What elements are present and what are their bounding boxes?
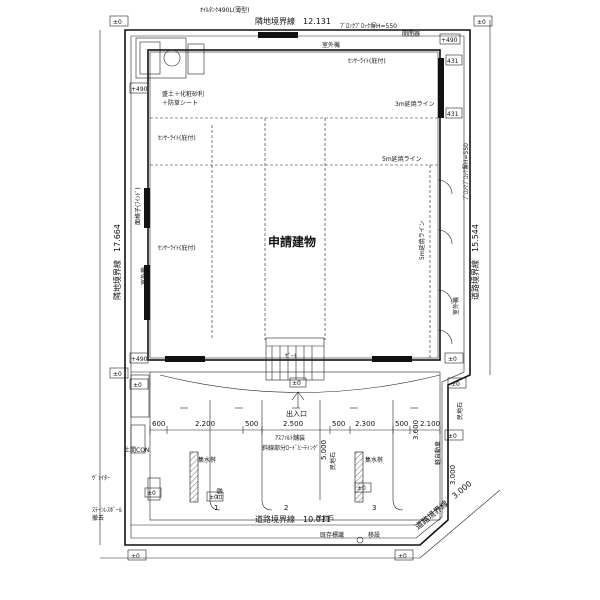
level-mark: ±0: [477, 19, 486, 26]
extension-3m-label: 3m延焼ライン: [395, 100, 435, 108]
soil-con-label: 土間CON: [124, 446, 149, 454]
level-mark: ±0: [292, 380, 301, 387]
level-mark: +490: [131, 86, 148, 93]
fence-top-label: ﾌﾞﾛﾝｸﾌﾞﾛｯｸ塀H=550: [340, 22, 397, 30]
road-marking-label: 斜線部分ﾛｰﾄﾞﾋｰﾃｨﾝｸﾞ: [262, 444, 319, 452]
level-mark: +490: [131, 356, 148, 363]
dim-600: 600: [152, 420, 165, 428]
boundary-north: 隣地境界線 12.131: [255, 16, 331, 26]
level-mark: 431: [447, 58, 459, 65]
level-mark: ±0: [113, 19, 122, 26]
level-mark: +490: [441, 37, 458, 44]
stake-remove-label: 撤去: [92, 514, 104, 522]
level-mark: ±0: [147, 490, 156, 497]
dimension-line: [149, 426, 441, 434]
entrance-label: 出入口: [286, 409, 307, 418]
curb: [131, 504, 443, 544]
level-mark: ±0: [357, 485, 366, 492]
dim-500-a: 500: [245, 420, 258, 428]
door-label: 開閉器: [402, 31, 420, 38]
boundary-west: 隣地境界線 17.664: [112, 224, 122, 300]
white-line-label: 白線: [216, 488, 224, 500]
parking-slot-number: 3: [372, 504, 376, 512]
drain-left-label: 集水桝: [198, 456, 216, 464]
curb-left-label: 民地石: [329, 452, 337, 470]
boundary-south: 道路境界線 10.011: [255, 514, 331, 524]
level-mark: ±0: [451, 381, 460, 388]
extension-5m-label-b: 5m延焼ライン: [418, 220, 426, 260]
gate-label: ｹﾞｰﾄ: [285, 353, 297, 360]
dim-3600: 3.600: [412, 420, 420, 440]
parking-slot-number: 2: [284, 504, 288, 512]
parking-slot-number: 1: [214, 504, 218, 512]
building-title: 申請建物: [268, 234, 316, 249]
dim-500-b: 500: [332, 420, 345, 428]
level-mark: ±0: [113, 371, 122, 378]
dim-5000: 5.000: [320, 440, 328, 460]
level-mark: ±0: [133, 382, 142, 389]
sensor-light-top-label: ｾﾝｻｰﾗｲﾄ(庇付): [348, 57, 386, 65]
fence-right-label: ﾌﾞﾛﾝｸﾌﾞﾛｯｸ塀H=550: [462, 143, 470, 200]
dim-2100: 2.100: [420, 420, 440, 428]
boundary-east: 道路境界線 15.544: [470, 224, 480, 300]
level-mark: 431: [447, 111, 459, 118]
dim-2300: 2.300: [355, 420, 375, 428]
outdoor-unit-right-label: 室外機: [452, 297, 460, 315]
oil-tank-label: ｵｲﾙﾀﾝｸ490L(薄型): [200, 6, 249, 14]
extension-5m-label-a: 5m延焼ライン: [382, 155, 422, 163]
site-boundary: [99, 20, 501, 559]
parking-area: [130, 371, 441, 521]
asphalt-label: ｱｽﾌｧﾙﾄ舗装: [275, 434, 305, 442]
soil-label: 盛土＋化粧砂利: [162, 90, 204, 98]
curb-bottom-label: 民地石: [316, 514, 334, 522]
level-mark: ±0: [131, 553, 140, 560]
fence-left-label: 面格子(ﾌｲﾝﾄﾞ): [134, 187, 142, 225]
sensor-light-left-label: ｾﾝｻｰﾗｲﾄ(庇付): [158, 134, 196, 142]
level-mark: ±0: [209, 494, 218, 501]
curb-right-label: 民地石: [456, 402, 464, 420]
dim-2500: 2.500: [283, 420, 303, 428]
relocate-label: 移設: [368, 531, 380, 539]
level-mark: ±0: [448, 433, 457, 440]
sensor-light-mid-label: ｾﾝｻｰﾗｲﾄ(庇付): [158, 244, 196, 252]
drain-right-label: 集水桝: [365, 456, 383, 464]
existing-mark-label: 既存標識: [320, 531, 344, 539]
level-mark: ±0: [398, 553, 407, 560]
dim-3000: 3.000: [449, 465, 457, 485]
outdoor-unit-top-label: 室外機: [322, 41, 340, 49]
dim-2200: 2.200: [195, 420, 215, 428]
gabion-label: ｳﾞｧｲﾀｰ: [92, 475, 110, 482]
main-building: [135, 32, 453, 381]
outdoor-unit-left-label: 室外機: [140, 267, 148, 285]
light-car-label: 軽自動車: [434, 441, 442, 465]
level-mark: ±0: [448, 356, 457, 363]
weed-sheet-label: ＋防草シート: [162, 99, 198, 107]
dim-500-c: 500: [395, 420, 408, 428]
level-markers: ±0 ±0 ±0 ±0 ±0 ±0 ±0 ±0 ±0 ±0 ±0 ±0 ±0 +…: [109, 15, 493, 561]
stake-label: ｽﾃｰﾝﾚｽﾎﾟｰﾙ: [92, 507, 122, 514]
